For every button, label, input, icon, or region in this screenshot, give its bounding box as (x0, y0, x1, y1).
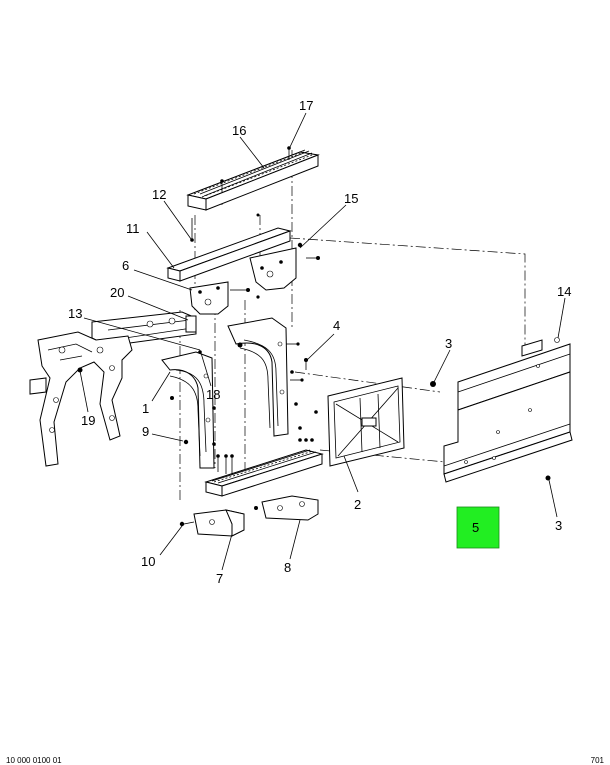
callout-11: 11 (126, 221, 140, 236)
part-15-right-bracket (249, 242, 320, 291)
part-4-bolts (298, 358, 318, 430)
lower-step-tread (183, 438, 324, 497)
callout-15: 15 (344, 191, 358, 206)
callout-6: 6 (122, 258, 129, 273)
callout-3-top: 3 (445, 336, 452, 351)
callout-20: 20 (110, 285, 124, 300)
part-11-upper-channel (166, 213, 292, 282)
callout-8: 8 (284, 560, 291, 575)
callout-5[interactable]: 5 (472, 520, 479, 535)
callout-3-bottom: 3 (555, 518, 562, 533)
callout-13: 13 (68, 306, 82, 321)
part-18-right-support (198, 317, 304, 437)
callout-1: 1 (142, 401, 149, 416)
callout-18: 18 (206, 387, 220, 402)
callout-2: 2 (354, 497, 361, 512)
callout-14: 14 (557, 284, 571, 299)
callout-17: 17 (299, 98, 313, 113)
fasteners-3-14 (430, 337, 560, 481)
callout-labels: 17 16 12 15 11 6 20 13 4 3 14 18 1 19 9 … (68, 98, 571, 586)
part-5-splash-shield (443, 339, 573, 483)
part-16-upper-step (186, 146, 320, 211)
part-2-mounting-plate (327, 377, 405, 467)
callout-4: 4 (333, 318, 340, 333)
callout-19: 19 (81, 413, 95, 428)
callout-7: 7 (216, 571, 223, 586)
leader-lines (79, 112, 566, 571)
part-6-left-bracket (189, 281, 260, 315)
part-19-frame-hanger (29, 331, 133, 467)
part-8-lower-right-bracket (254, 495, 319, 521)
callout-9: 9 (142, 424, 149, 439)
callout-16: 16 (232, 123, 246, 138)
callout-10: 10 (141, 554, 155, 569)
part-7-lower-left-bracket (179, 509, 245, 537)
callout-12: 12 (152, 187, 166, 202)
part-5-highlight[interactable] (456, 506, 500, 549)
part-1-left-support (161, 351, 216, 469)
